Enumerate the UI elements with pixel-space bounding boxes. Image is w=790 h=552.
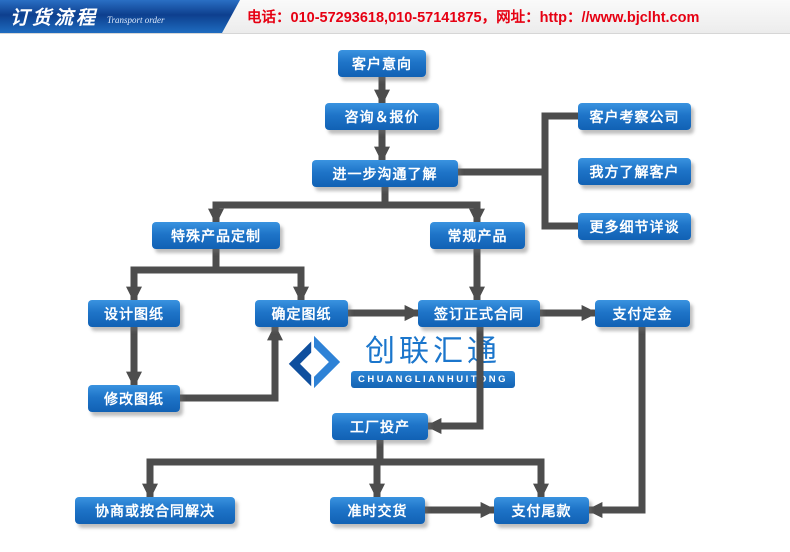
node-special-product-custom: 特殊产品定制 (152, 222, 280, 249)
contact-info: 电话：010-57293618,010-57141875，网址：http：//w… (247, 10, 700, 26)
logo-name-en: CHUANGLIANHUITONG (358, 374, 508, 385)
node-negotiate-or-contract: 协商或按合同解决 (75, 497, 235, 524)
node-regular-product: 常规产品 (430, 222, 525, 249)
node-sign-contract: 签订正式合同 (418, 300, 540, 327)
node-on-time-delivery: 准时交货 (330, 497, 425, 524)
logo-diamond-icon (288, 335, 341, 389)
logo-name-en-bar: CHUANGLIANHUITONG (351, 371, 515, 388)
header: 订货流程 Transport order 电话：010-57293618,010… (0, 0, 790, 34)
node-further-communication: 进一步沟通了解 (312, 160, 458, 187)
node-customer-visit-company: 客户考察公司 (578, 103, 691, 130)
company-logo: 创联汇通 CHUANGLIANHUITONG (286, 334, 515, 390)
node-pay-deposit: 支付定金 (595, 300, 690, 327)
node-factory-production: 工厂投产 (332, 413, 428, 440)
node-consult-quote: 咨询＆报价 (325, 103, 439, 130)
node-more-details-talk: 更多细节详谈 (578, 213, 691, 240)
logo-text: 创联汇通 CHUANGLIANHUITONG (351, 336, 515, 388)
page-subtitle: Transport order (107, 14, 165, 25)
node-customer-intent: 客户意向 (338, 50, 426, 77)
node-we-know-customer: 我方了解客户 (578, 158, 691, 185)
node-pay-balance: 支付尾款 (494, 497, 589, 524)
node-modify-drawing: 修改图纸 (88, 385, 180, 412)
node-design-drawing: 设计图纸 (88, 300, 180, 327)
logo-name-cn: 创联汇通 (365, 335, 501, 368)
page-title: 订货流程 (10, 8, 99, 29)
node-confirm-drawing: 确定图纸 (255, 300, 348, 327)
header-banner: 订货流程 Transport order (0, 0, 240, 33)
